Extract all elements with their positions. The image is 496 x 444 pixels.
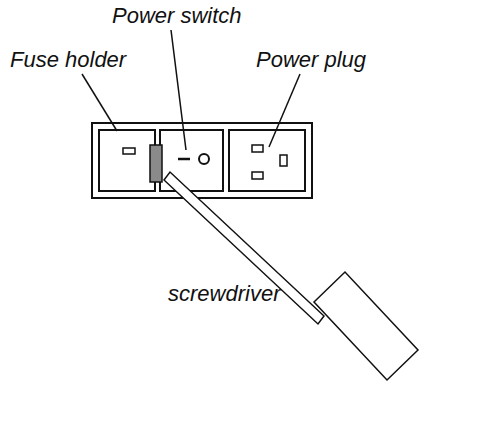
switch-on-mark (178, 158, 190, 161)
fuse-holder (99, 130, 155, 191)
leader-line (171, 30, 186, 150)
part-label: Power plug (256, 48, 366, 72)
part-label: Fuse holder (10, 48, 126, 72)
screwdriver-handle (314, 272, 418, 380)
part-label: Power switch (112, 4, 242, 28)
leader-line (269, 74, 300, 147)
tool-label: screwdriver (168, 282, 280, 306)
plug-pin (252, 145, 263, 152)
screwdriver-tip (150, 145, 162, 182)
screwdriver-shaft (164, 172, 324, 324)
screwdriver (150, 145, 418, 380)
plug-pin (252, 172, 263, 179)
fuse-slot (123, 148, 135, 154)
panel-frame (92, 123, 312, 198)
plug-ground-pin (280, 155, 287, 166)
power-plug (229, 130, 305, 191)
leader-line (82, 74, 117, 131)
switch-off-mark (199, 154, 209, 164)
